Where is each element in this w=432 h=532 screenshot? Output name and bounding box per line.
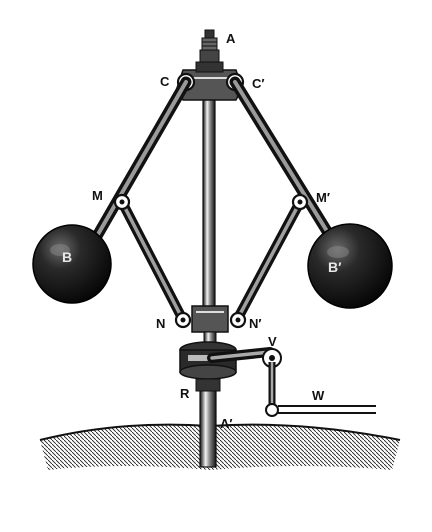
labels: A C C′ M M′ B B′ N N′ V R A′ W [62,31,342,431]
label-n: N [156,316,165,331]
lever-and-rod [207,347,376,417]
label-m-prime: M′ [316,190,330,205]
ball-b-prime [307,223,393,309]
lower-links [117,197,305,323]
label-a-prime: A′ [220,416,233,431]
label-c: C [160,74,170,89]
label-r: R [180,386,190,401]
label-v: V [268,334,277,349]
label-n-prime: N′ [249,316,262,331]
label-a: A [226,31,236,46]
top-nut [199,29,220,63]
balls [32,223,393,309]
label-m: M [92,188,103,203]
ground [39,423,401,470]
ball-b [32,224,112,304]
label-w: W [312,388,325,403]
sliding-collar [174,305,247,333]
spindle [202,95,216,319]
bevel-housing [179,331,237,392]
label-b: B [62,249,72,265]
label-c-prime: C′ [252,76,265,91]
label-b-prime: B′ [328,259,342,275]
joints-m [113,193,309,211]
